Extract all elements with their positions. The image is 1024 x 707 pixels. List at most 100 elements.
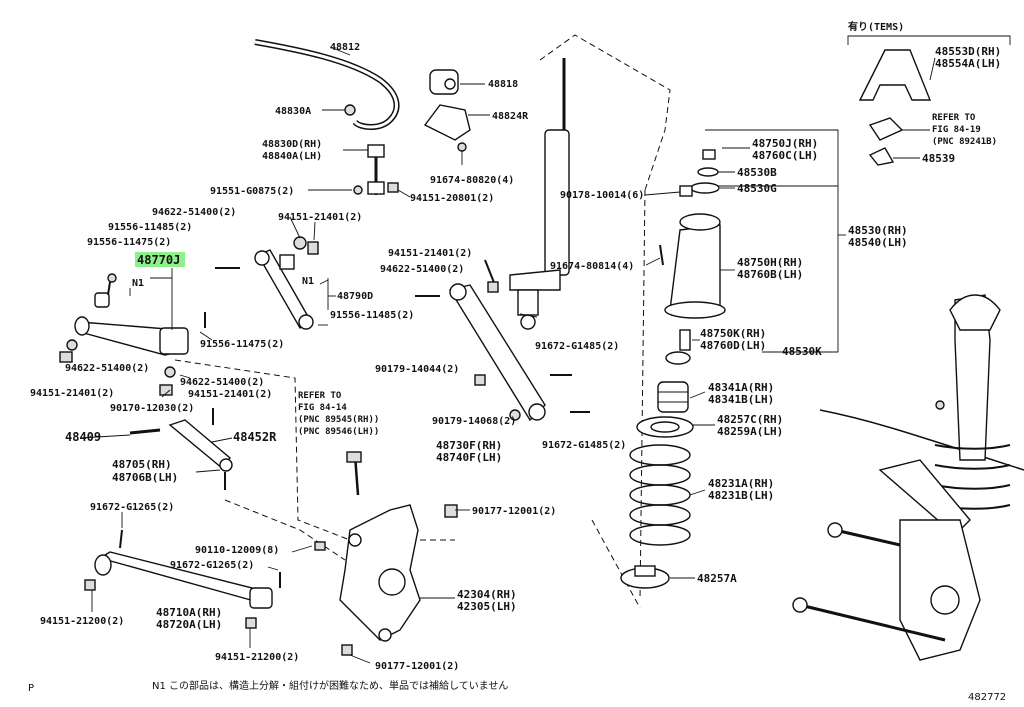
label-94622-51400-b: 94622-51400(2) — [65, 363, 149, 374]
lower-arm-48710a[interactable] — [94, 551, 273, 609]
label-48740f: 48740F(LH) — [436, 451, 502, 464]
label-48818: 48818 — [488, 79, 518, 90]
label-48824r: 48824R — [492, 111, 529, 122]
label-91556-11475-b: 91556-11475(2) — [200, 339, 284, 350]
label-91556-11485-b: 91556-11485(2) — [330, 310, 414, 321]
label-48452r: 48452R — [233, 430, 277, 444]
label-94151-20801: 94151-20801(2) — [410, 193, 494, 204]
label-91672-g1485-a: 91672-G1485(2) — [535, 341, 619, 352]
upper-support-48750h[interactable] — [664, 213, 726, 319]
fasteners[interactable] — [59, 142, 945, 656]
label-94151-21401-a: 94151-21401(2) — [278, 212, 362, 223]
label-94151-21200-a: 94151-21200(2) — [40, 616, 124, 627]
tems-bracket[interactable] — [868, 117, 904, 166]
p-mark: P — [28, 683, 34, 694]
label-refer-2-pnc: (PNC 89241B) — [932, 137, 997, 147]
label-91556-11475-a: 91556-11475(2) — [87, 237, 171, 248]
control-arm-48770j[interactable] — [74, 292, 189, 356]
label-refer-1: REFER TO — [298, 391, 342, 401]
label-91672-g1485-b: 91672-G1485(2) — [542, 440, 626, 451]
label-42305: 42305(LH) — [457, 600, 517, 613]
label-94622-51400-a: 94622-51400(2) — [152, 207, 236, 218]
label-48257c: 48257C(RH) — [717, 413, 783, 426]
label-48830d: 48830D(RH) — [262, 139, 322, 150]
assembly-overview — [792, 294, 1024, 661]
highlight-48770j — [135, 252, 185, 267]
label-48830a: 48830A — [275, 106, 311, 117]
label-tems: 有り(TEMS) — [848, 20, 904, 33]
label-48554a: 48554A(LH) — [935, 57, 1001, 70]
label-48530g: 48530G — [737, 182, 777, 195]
part-labels[interactable]: 48812 48818 48830A 48824R 48830D(RH) 488… — [30, 20, 1001, 672]
small-parts-stack[interactable] — [665, 149, 720, 365]
label-94622-51400-c: 94622-51400(2) — [180, 377, 264, 388]
label-94151-21401-b: 94151-21401(2) — [30, 388, 114, 399]
label-48760c: 48760C(LH) — [752, 149, 818, 162]
label-90178-10014: 90178-10014(6) — [560, 190, 644, 201]
label-91672-g1265-b: 91672-G1265(2) — [170, 560, 254, 571]
label-48539: 48539 — [922, 152, 955, 165]
label-48540: 48540(LH) — [848, 236, 908, 249]
label-48710a: 48710A(RH) — [156, 606, 222, 619]
label-94151-21200-b: 94151-21200(2) — [215, 652, 299, 663]
stabilizer-bracket[interactable] — [423, 104, 471, 141]
label-90179-14044: 90179-14044(2) — [375, 364, 459, 375]
label-48750k: 48750K(RH) — [700, 327, 766, 340]
trailing-arm-48730f[interactable] — [448, 283, 546, 422]
label-refer-1-pnc-lh: (PNC 89546(LH)) — [298, 427, 379, 437]
upper-arm-48790d[interactable] — [254, 249, 314, 330]
label-48705: 48705(RH) — [112, 458, 172, 471]
stabilizer-bushing[interactable] — [429, 69, 459, 95]
label-90110-12009: 90110-12009(8) — [195, 545, 279, 556]
label-91674-80820: 91674-80820(4) — [430, 175, 514, 186]
label-48706b: 48706B(LH) — [112, 471, 178, 484]
label-48341b: 48341B(LH) — [708, 393, 774, 406]
label-48760d: 48760D(LH) — [700, 339, 766, 352]
label-94151-21401-d: 94151-21401(2) — [388, 248, 472, 259]
label-refer-2: REFER TO — [932, 113, 976, 123]
label-refer-2-fig: FIG 84-19 — [932, 125, 981, 135]
label-90177-12001-a: 90177-12001(2) — [472, 506, 556, 517]
label-91672-g1265-a: 91672-G1265(2) — [90, 502, 174, 513]
label-refer-1-pnc-rh: (PNC 89545(RH)) — [298, 415, 379, 425]
figure-number: 482772 — [968, 692, 1006, 703]
label-n1-b: N1 — [302, 276, 314, 287]
label-48530k: 48530K — [782, 345, 822, 358]
shock-absorber[interactable] — [509, 58, 570, 330]
label-90177-12001-b: 90177-12001(2) — [375, 661, 459, 672]
label-94622-51400-d: 94622-51400(2) — [380, 264, 464, 275]
stabilizer-link[interactable] — [367, 144, 385, 195]
spring-insulator-lower[interactable] — [620, 565, 670, 589]
bump-stopper[interactable] — [657, 381, 689, 413]
label-refer-1-fig: FIG 84-14 — [298, 403, 347, 413]
label-48553d: 48553D(RH) — [935, 45, 1001, 58]
dashed-guide-lines — [174, 34, 671, 609]
label-48259a: 48259A(LH) — [717, 425, 783, 438]
label-48790d: 48790D — [337, 291, 373, 302]
tems-cover[interactable] — [858, 49, 932, 101]
label-48530: 48530(RH) — [848, 224, 908, 237]
label-42304: 42304(RH) — [457, 588, 517, 601]
label-48231a: 48231A(RH) — [708, 477, 774, 490]
leader-lines — [79, 46, 936, 664]
label-91556-11485-a: 91556-11485(2) — [108, 222, 192, 233]
toe-link-48452r[interactable] — [129, 419, 233, 490]
spring-seat-upper[interactable] — [636, 416, 694, 438]
label-48770j: 48770J — [137, 253, 180, 267]
label-48730f: 48730F(RH) — [436, 439, 502, 452]
label-48231b: 48231B(LH) — [708, 489, 774, 502]
small-nut-48830a[interactable] — [344, 104, 356, 116]
label-48750j: 48750J(RH) — [752, 137, 818, 150]
label-90170-12030: 90170-12030(2) — [110, 403, 194, 414]
label-48760b: 48760B(LH) — [737, 268, 803, 281]
footnote-n1: N1 この部品は、構造上分解・組付けが困難なため、単品では補給していません — [152, 679, 508, 692]
assembly-bracket — [700, 35, 1011, 353]
stabilizer-bar[interactable] — [254, 39, 400, 130]
label-48530b: 48530B — [737, 166, 777, 179]
coil-spring[interactable] — [629, 444, 691, 546]
label-48257a: 48257A — [697, 572, 737, 585]
knuckle-42304[interactable] — [339, 504, 421, 642]
label-48750h: 48750H(RH) — [737, 256, 803, 269]
label-48720a: 48720A(LH) — [156, 618, 222, 631]
